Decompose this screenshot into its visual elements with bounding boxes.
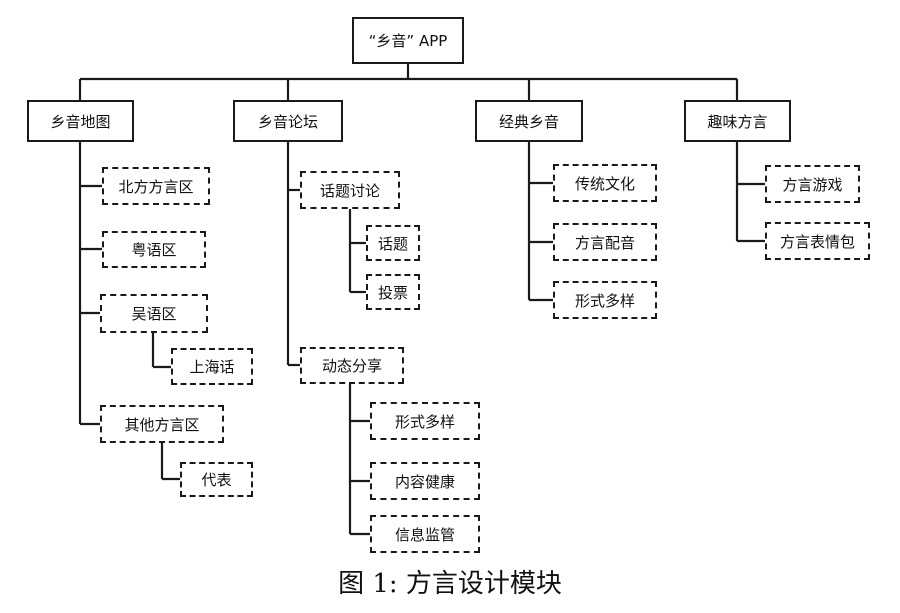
module-node-forum: 乡音论坛 bbox=[233, 100, 343, 142]
node-dynamic-share: 动态分享 bbox=[300, 347, 404, 384]
node-traditional-culture: 传统文化 bbox=[553, 164, 657, 202]
node-topic: 话题 bbox=[366, 225, 420, 261]
node-cantonese: 粤语区 bbox=[102, 231, 206, 268]
module-node-classic: 经典乡音 bbox=[475, 100, 583, 142]
figure-caption: 图 1: 方言设计模块 bbox=[338, 569, 562, 599]
node-other-dialects: 其他方言区 bbox=[100, 405, 224, 443]
node-dialect-stickers: 方言表情包 bbox=[765, 222, 870, 260]
node-shanghainese: 上海话 bbox=[171, 348, 253, 385]
node-vote: 投票 bbox=[366, 274, 420, 310]
node-wu: 吴语区 bbox=[100, 294, 208, 333]
node-north-dialect: 北方方言区 bbox=[102, 167, 210, 205]
module-node-fun: 趣味方言 bbox=[684, 100, 791, 142]
node-healthy-content: 内容健康 bbox=[370, 462, 480, 500]
node-dialect-games: 方言游戏 bbox=[765, 165, 860, 203]
node-dialect-dubbing: 方言配音 bbox=[553, 223, 657, 261]
node-representative: 代表 bbox=[180, 462, 253, 497]
node-diverse-forms-classic: 形式多样 bbox=[553, 281, 657, 319]
node-diverse-forms: 形式多样 bbox=[370, 402, 480, 440]
root-node: “乡音” APP bbox=[352, 17, 464, 64]
node-topic-discussion: 话题讨论 bbox=[300, 171, 400, 209]
node-info-supervision: 信息监管 bbox=[370, 515, 480, 553]
module-node-map: 乡音地图 bbox=[27, 100, 134, 142]
